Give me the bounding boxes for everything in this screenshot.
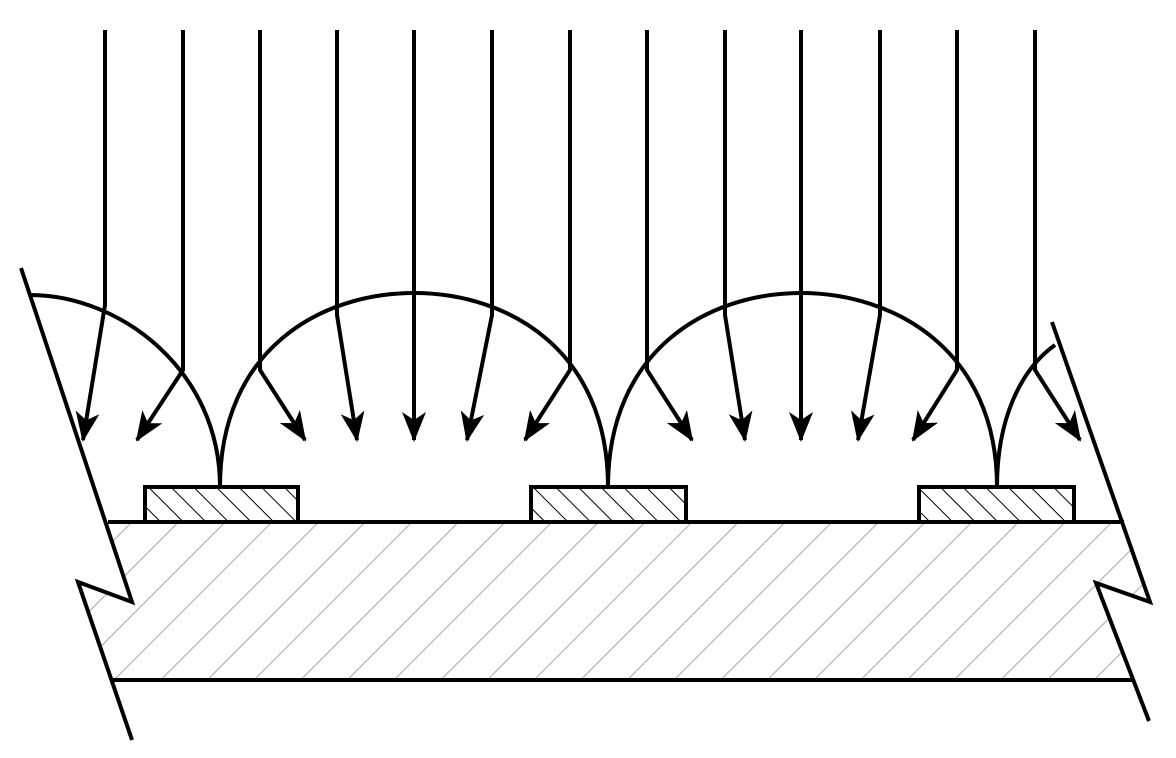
- electrode-pads: [143, 485, 1076, 524]
- arrow: [723, 30, 753, 442]
- electrode-pad: [143, 485, 300, 524]
- arrow: [851, 30, 882, 442]
- electrode-pad: [529, 485, 688, 524]
- arrow: [1033, 30, 1082, 442]
- substrate-hatch: [78, 522, 1150, 680]
- field-arc: [995, 343, 1057, 488]
- right-break-line: [1050, 321, 1154, 722]
- incident-arrows: [75, 30, 1082, 442]
- arrow: [258, 30, 307, 442]
- electrode-pad: [917, 485, 1076, 524]
- arrow: [645, 30, 694, 442]
- arrow: [460, 30, 494, 442]
- arrow: [135, 30, 185, 442]
- field-arc: [29, 293, 222, 488]
- arrow: [911, 30, 959, 442]
- arrow: [523, 30, 572, 442]
- arrow: [75, 30, 107, 442]
- arrow: [335, 30, 365, 442]
